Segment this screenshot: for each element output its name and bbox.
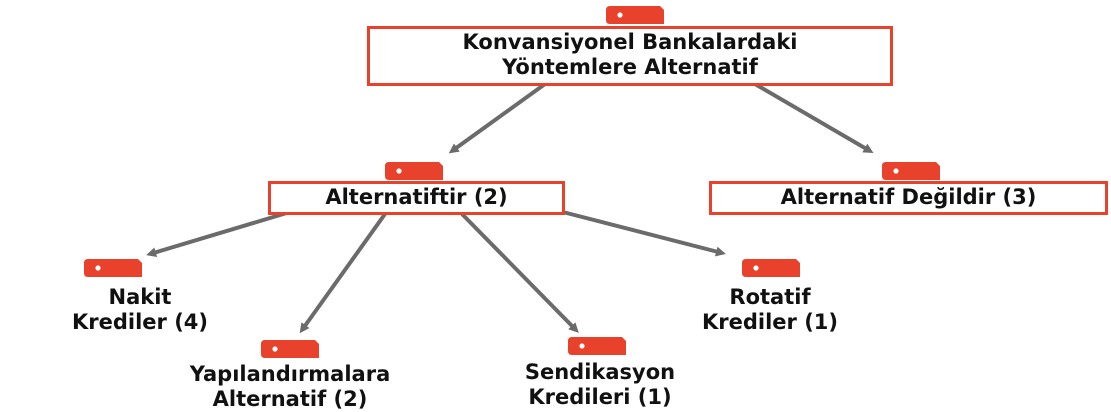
node-alternatiftir-label: Alternatiftir (2) — [325, 185, 508, 209]
node-sendikasyon: Sendikasyon Kredileri (1) — [470, 360, 730, 410]
node-nakit-krediler: Nakit Krediler (4) — [40, 285, 240, 335]
node-send-line-2: Kredileri (1) — [528, 385, 672, 409]
arrow-root-to-degildir — [753, 82, 874, 154]
node-yapi-line-2: Alternatif (2) — [212, 387, 368, 411]
node-alternatiftir: Alternatiftir (2) — [268, 181, 565, 215]
tag-icon-yapilandirma — [261, 340, 319, 358]
tag-icon-rotatif — [742, 259, 800, 277]
tag-icon-degildir — [882, 162, 940, 180]
node-nakit-line-1: Nakit — [108, 285, 172, 309]
tag-icon-root — [606, 6, 664, 24]
node-nakit-line-2: Krediler (4) — [71, 310, 209, 334]
tag-icon-sendikasyon — [568, 337, 626, 355]
node-rota-line-2: Krediler (1) — [701, 310, 839, 334]
node-root-line-1: Konvansiyonel Bankalardaki — [462, 30, 798, 54]
node-send-line-1: Sendikasyon — [524, 360, 676, 384]
node-alternatif-degildir-label: Alternatif Değildir (3) — [780, 185, 1037, 209]
tag-icon-alternatiftir — [385, 162, 443, 180]
node-root: Konvansiyonel Bankalardaki Yöntemlere Al… — [367, 26, 893, 86]
node-rotatif: Rotatif Krediler (1) — [650, 285, 890, 335]
arrow-root-to-alternatiftir — [448, 82, 547, 154]
node-alternatif-degildir: Alternatif Değildir (3) — [709, 181, 1108, 215]
arrow-alt-to-sendikasyon — [460, 212, 579, 333]
node-root-line-2: Yöntemlere Alternatif — [502, 55, 758, 79]
node-rota-line-1: Rotatif — [729, 285, 811, 309]
arrow-alt-to-rotatif — [554, 208, 726, 257]
node-yapilandirmalara: Yapılandırmalara Alternatif (2) — [130, 362, 450, 412]
tag-icon-nakit — [84, 259, 142, 277]
node-yapi-line-1: Yapılandırmalara — [189, 362, 391, 386]
arrow-alt-to-yapilandirma — [299, 212, 387, 334]
arrow-alt-to-nakit — [146, 210, 291, 258]
